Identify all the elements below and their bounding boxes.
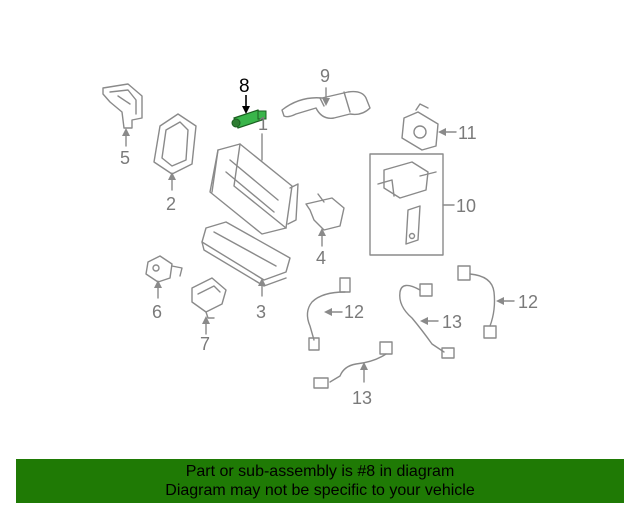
part-13-oxygen-sensor-bottom xyxy=(313,341,393,389)
callout-3: 3 xyxy=(256,302,266,322)
part-13-oxygen-sensor-right xyxy=(399,283,455,359)
part-12-oxygen-sensor-center xyxy=(306,277,351,351)
parts-diagram: 5 2 8 9 1 11 xyxy=(102,66,538,408)
part-10-valve-assembly xyxy=(369,153,444,256)
callout-8: 8 xyxy=(239,76,250,97)
callout-10: 10 xyxy=(456,196,476,216)
part-1-canister xyxy=(209,143,299,235)
callout-12-right: 12 xyxy=(518,292,538,312)
notice-banner: Part or sub-assembly is #8 in diagram Di… xyxy=(16,459,624,503)
part-5-bracket xyxy=(102,83,143,129)
banner-line-1: Part or sub-assembly is #8 in diagram xyxy=(185,463,455,480)
part-8-valve-highlighted xyxy=(231,109,267,129)
part-2-cover xyxy=(153,113,197,175)
callout-5: 5 xyxy=(120,148,130,168)
callout-13-bottom: 13 xyxy=(352,388,372,408)
callout-2: 2 xyxy=(166,194,176,214)
callout-12-center: 12 xyxy=(344,302,364,322)
part-4-shield xyxy=(305,193,345,231)
part-12-oxygen-sensor-right xyxy=(457,265,497,339)
callout-1: 1 xyxy=(258,114,268,134)
callout-4: 4 xyxy=(316,248,326,268)
part-11-purge-valve xyxy=(401,103,439,151)
callout-13-right: 13 xyxy=(442,312,462,332)
callout-6: 6 xyxy=(152,302,162,322)
callout-11: 11 xyxy=(458,123,477,143)
banner-line-2: Diagram may not be specific to your vehi… xyxy=(165,482,475,499)
part-7-control-module xyxy=(191,277,227,319)
part-3-tray xyxy=(201,221,291,287)
part-6-sensor xyxy=(145,255,183,283)
callout-9: 9 xyxy=(320,66,330,86)
callout-7: 7 xyxy=(200,334,210,354)
